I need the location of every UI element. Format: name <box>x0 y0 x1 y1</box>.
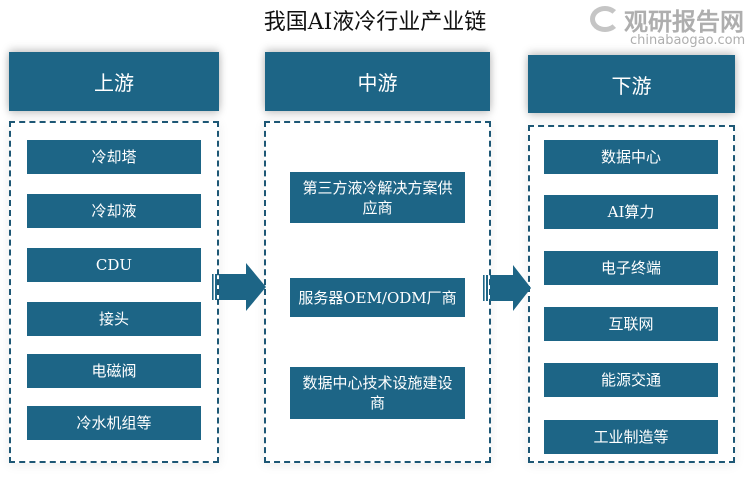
upstream-item: 冷水机组等 <box>27 406 201 440</box>
upstream-item: 电磁阀 <box>27 354 201 388</box>
midstream-item: 数据中心技术设施建设商 <box>290 367 465 419</box>
upstream-item: CDU <box>27 248 201 282</box>
upstream-item: 冷却塔 <box>27 140 201 174</box>
downstream-item: 工业制造等 <box>544 420 718 454</box>
right-arrow-icon <box>212 263 266 311</box>
upstream-item: 冷却液 <box>27 194 201 228</box>
diagram-title: 我国AI液冷行业产业链 <box>263 10 487 35</box>
downstream-item: 互联网 <box>544 307 718 341</box>
downstream-item: 电子终端 <box>544 251 718 285</box>
downstream-header: 下游 <box>528 55 735 113</box>
downstream-item: AI算力 <box>544 195 718 229</box>
downstream-panel <box>528 125 735 463</box>
upstream-item: 接头 <box>27 302 201 336</box>
midstream-item: 服务器OEM/ODM厂商 <box>290 278 465 317</box>
right-arrow-icon <box>483 265 531 311</box>
midstream-header: 中游 <box>265 52 490 111</box>
midstream-item: 第三方液冷解决方案供应商 <box>290 172 465 223</box>
downstream-item: 能源交通 <box>544 363 718 397</box>
downstream-item: 数据中心 <box>544 140 718 174</box>
upstream-header: 上游 <box>9 52 219 111</box>
